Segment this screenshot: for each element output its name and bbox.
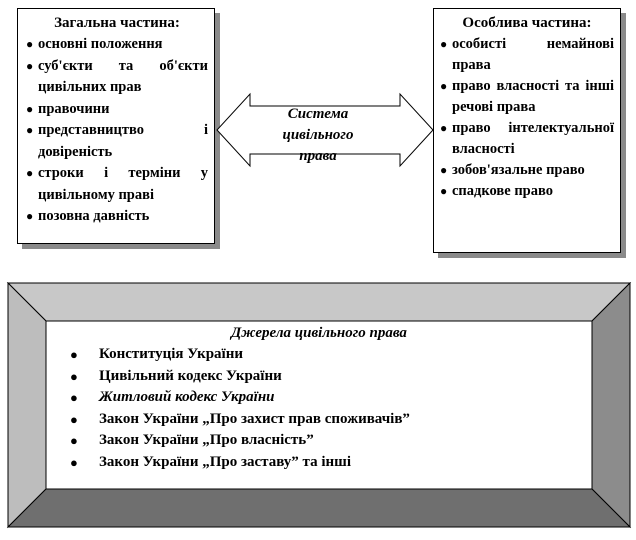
bullet-icon: ● [440, 163, 448, 177]
bullet-icon: ● [26, 166, 34, 180]
list-item: ●Закон України „Про захист прав споживач… [70, 409, 410, 431]
bullet-icon: ● [70, 411, 78, 427]
bullet-icon: ● [26, 209, 34, 223]
bullet-icon: ● [26, 37, 34, 51]
list-item: ●Житловий кодекс України [70, 387, 410, 409]
bullet-icon: ● [26, 58, 34, 73]
sources-list: ●Конституція України ●Цивільний кодекс У… [70, 344, 410, 474]
list-item: ●строки і терміни у цивільному праві [26, 165, 208, 203]
list-item: ●спадкове право [440, 181, 614, 202]
bullet-icon: ● [70, 390, 78, 406]
special-part-box: Особлива частина: ●особисті немайнові пр… [433, 8, 621, 253]
bullet-icon: ● [440, 37, 448, 51]
center-label: Система цивільного права [282, 106, 354, 164]
list-item: ●Закон України „Про заставу” та інші [70, 452, 410, 474]
bullet-icon: ● [26, 101, 34, 116]
list-item: ●суб'єкти та об'єкти цивільних прав [26, 57, 208, 96]
general-part-title: Загальна частина: [54, 15, 180, 31]
bullet-icon: ● [70, 433, 78, 449]
list-item: ●особисті немайнові права [440, 36, 614, 73]
list-item: ●право інтелектуальної власності [440, 120, 614, 157]
general-part-list: ●основні положення ●суб'єкти та об'єкти … [26, 34, 208, 228]
list-item: ●представництво і довіреність [26, 122, 208, 160]
list-item: ●Цивільний кодекс України [70, 366, 410, 388]
bullet-icon: ● [70, 454, 78, 470]
bullet-icon: ● [440, 184, 448, 198]
list-item: ●Закон України „Про власність” [70, 430, 410, 452]
list-item: ●позовна давність [26, 206, 208, 228]
list-item: ●правочини [26, 99, 208, 121]
list-item: ●основні положення [26, 34, 208, 56]
bullet-icon: ● [70, 368, 78, 384]
sources-title: Джерела цивільного права [231, 325, 407, 341]
list-item: ●право власності та інші речові права [440, 78, 614, 115]
general-part-box: Загальна частина: ●основні положення ●су… [17, 8, 215, 244]
sources-bevel-frame [6, 282, 632, 529]
bullet-icon: ● [440, 79, 448, 93]
bullet-icon: ● [440, 121, 448, 135]
bullet-icon: ● [26, 123, 34, 137]
list-item: ●Конституція України [70, 344, 410, 366]
special-part-list: ●особисті немайнові права ●право власнос… [440, 34, 614, 202]
bullet-icon: ● [70, 347, 78, 362]
list-item: ●зобов'язальне право [440, 160, 614, 181]
special-part-title: Особлива частина: [462, 15, 592, 31]
